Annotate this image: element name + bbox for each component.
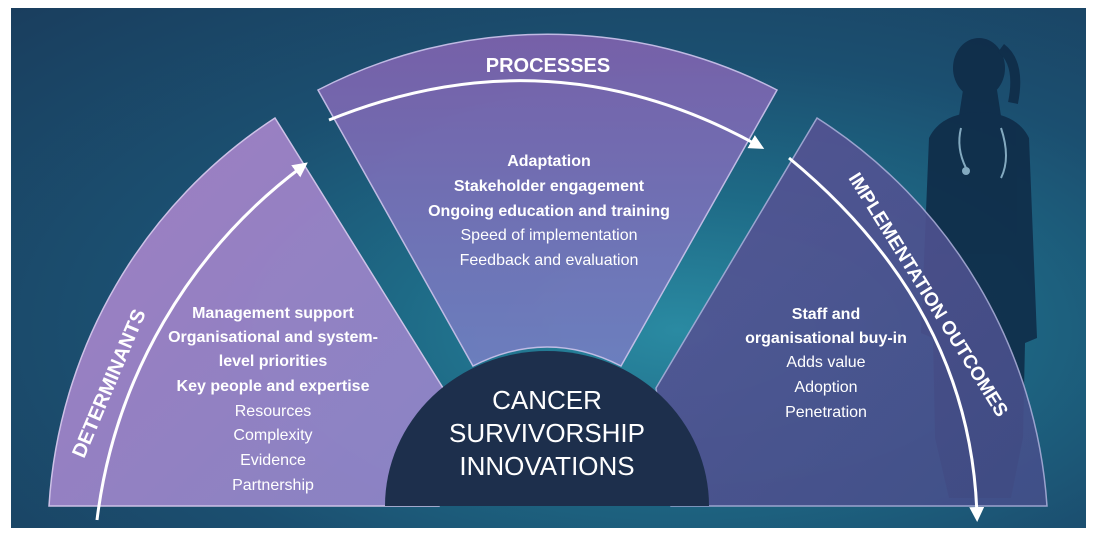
processes-item: Feedback and evaluation (460, 252, 639, 269)
outcomes-item: Adds value (786, 354, 865, 371)
processes-bold-item: Stakeholder engagement (454, 178, 645, 195)
outcomes-list: Staff and organisational buy-in Adds val… (745, 306, 907, 421)
processes-item: Speed of implementation (461, 227, 638, 244)
determinants-segment (48, 116, 444, 507)
processes-list: Adaptation Stakeholder engagement Ongoin… (428, 153, 670, 269)
outcomes-item: Penetration (785, 404, 867, 421)
center-line-2: SURVIVORSHIP (449, 418, 645, 448)
framework-diagram: DETERMINANTS PROCESSES IMPLEMENTATION OU… (48, 33, 1048, 522)
determinants-bold-item: Management support (192, 305, 354, 322)
determinants-item: Complexity (233, 427, 312, 444)
processes-bold-item: Ongoing education and training (428, 203, 670, 220)
outcomes-arrow (788, 156, 985, 522)
determinants-item: Evidence (240, 452, 306, 469)
determinants-bold-item: level priorities (219, 353, 328, 370)
determinants-list: Management support Organisational and sy… (168, 305, 378, 494)
processes-arrow (328, 79, 765, 149)
processes-bold-item: Adaptation (507, 153, 591, 170)
center-line-1: CANCER (492, 385, 602, 415)
center-dome (385, 351, 709, 506)
outcomes-bold-item: organisational buy-in (745, 330, 907, 347)
diagram-frame: DETERMINANTS PROCESSES IMPLEMENTATION OU… (11, 8, 1086, 528)
determinants-item: Partnership (232, 477, 314, 494)
outcomes-segment (655, 116, 1048, 507)
determinants-arrow (95, 162, 308, 521)
center-title: CANCER SURVIVORSHIP INNOVATIONS (449, 385, 645, 481)
outcomes-bold-item: Staff and (792, 306, 860, 323)
determinants-bold-item: Key people and expertise (177, 378, 370, 395)
outcomes-item: Adoption (794, 379, 857, 396)
center-line-3: INNOVATIONS (459, 451, 634, 481)
determinants-item: Resources (235, 403, 311, 420)
processes-segment (316, 33, 779, 367)
processes-title: PROCESSES (486, 55, 610, 77)
determinants-bold-item: Organisational and system- (168, 329, 378, 346)
